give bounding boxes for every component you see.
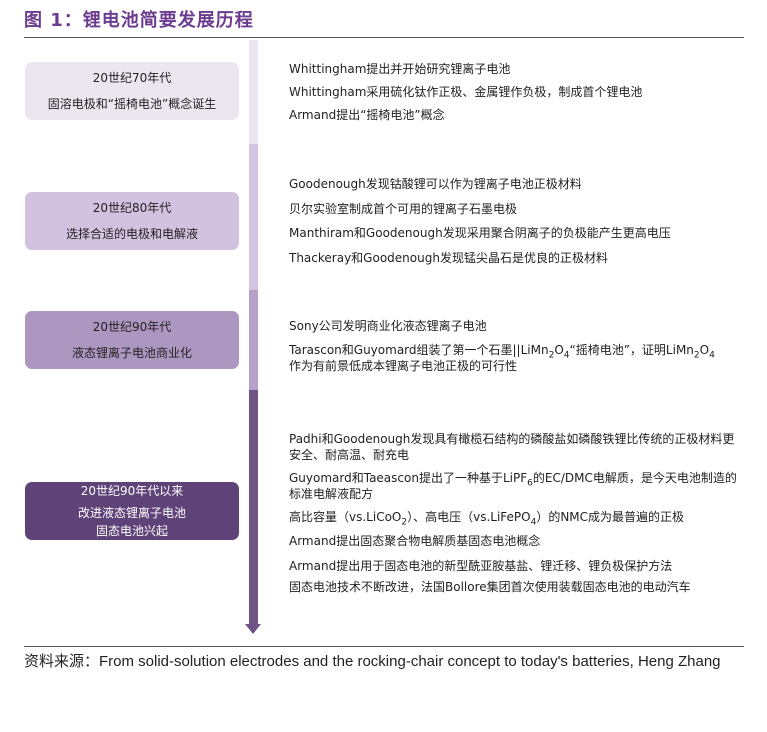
- event-90s-1: Sony公司发明商业化液态锂离子电池: [289, 319, 487, 333]
- event-90s-2-line1: Tarascon和Guyomard组装了第一个石墨||LiMn2O4“摇椅电池”…: [289, 343, 715, 361]
- event-70s-3: Armand提出“摇椅电池”概念: [289, 108, 445, 122]
- era-period: 20世纪80年代: [92, 201, 172, 215]
- event-70s-1: Whittingham提出并开始研究锂离子电池: [289, 62, 511, 76]
- era-description: 液态锂离子电池商业化: [71, 346, 192, 360]
- era-period: 20世纪70年代: [92, 71, 172, 85]
- event-80s-3: Manthiram和Goodenough发现采用聚合阴离子的负极能产生更高电压: [289, 226, 671, 240]
- event-now-4: Armand提出固态聚合物电解质基固态电池概念: [289, 534, 541, 548]
- bottom-divider: [24, 646, 744, 647]
- era-box-since-90s: 20世纪90年代以来 改进液态锂离子电池 固态电池兴起: [25, 482, 239, 540]
- event-90s-2: Tarascon和Guyomard组装了第一个石墨||LiMn2O4“摇椅电池”…: [289, 342, 739, 374]
- era-description: 选择合适的电极和电解液: [65, 227, 198, 241]
- era-box-90s: 20世纪90年代 液态锂离子电池商业化: [25, 311, 239, 369]
- era-description-2: 固态电池兴起: [95, 524, 168, 538]
- era-box-80s: 20世纪80年代 选择合适的电极和电解液: [25, 192, 239, 250]
- timeline-segment-since-90s: [249, 390, 258, 626]
- event-80s-2: 贝尔实验室制成首个可用的锂离子石墨电极: [289, 202, 518, 216]
- era-box-70s: 20世纪70年代 固溶电极和“摇椅电池”概念诞生: [25, 62, 239, 120]
- event-now-6: 固态电池技术不断改进，法国Bollore集团首次使用装载固态电池的电动汽车: [289, 580, 691, 594]
- era-description: 改进液态锂离子电池: [77, 506, 186, 520]
- event-80s-1: Goodenough发现钴酸锂可以作为锂离子电池正极材料: [289, 177, 582, 191]
- event-90s-2-line2: 作为有前景低成本锂离子电池正极的可行性: [289, 359, 518, 373]
- timeline-segment-90s: [249, 290, 258, 390]
- event-now-3: 高比容量（vs.LiCoO2）、高电压（vs.LiFePO4）的NMC成为最普遍…: [289, 510, 685, 528]
- event-70s-2: Whittingham采用硫化钛作正极、金属锂作负极，制成首个锂电池: [289, 85, 643, 99]
- era-description: 固溶电极和“摇椅电池”概念诞生: [47, 97, 217, 111]
- event-now-2: Guyomard和Taeascon提出了一种基于LiPF6的EC/DMC电解质，…: [289, 471, 737, 501]
- timeline-arrow-icon: [245, 624, 261, 634]
- event-now-5: Armand提出用于固态电池的新型酰亚胺基盐、锂迁移、锂负极保护方法: [289, 559, 673, 573]
- timeline-segment-70s: [249, 40, 258, 144]
- era-period: 20世纪90年代: [92, 320, 172, 334]
- top-divider: [24, 37, 744, 38]
- source-note: 资料来源：From solid-solution electrodes and …: [24, 653, 721, 670]
- timeline-segment-80s: [249, 144, 258, 290]
- event-now-1: Padhi和Goodenough发现具有橄榄石结构的磷酸盐如磷酸铁锂比传统的正极…: [289, 432, 735, 462]
- figure-title: 图 1：锂电池简要发展历程: [24, 10, 254, 31]
- era-period: 20世纪90年代以来: [80, 484, 184, 498]
- event-80s-4: Thackeray和Goodenough发现锰尖晶石是优良的正极材料: [289, 251, 608, 265]
